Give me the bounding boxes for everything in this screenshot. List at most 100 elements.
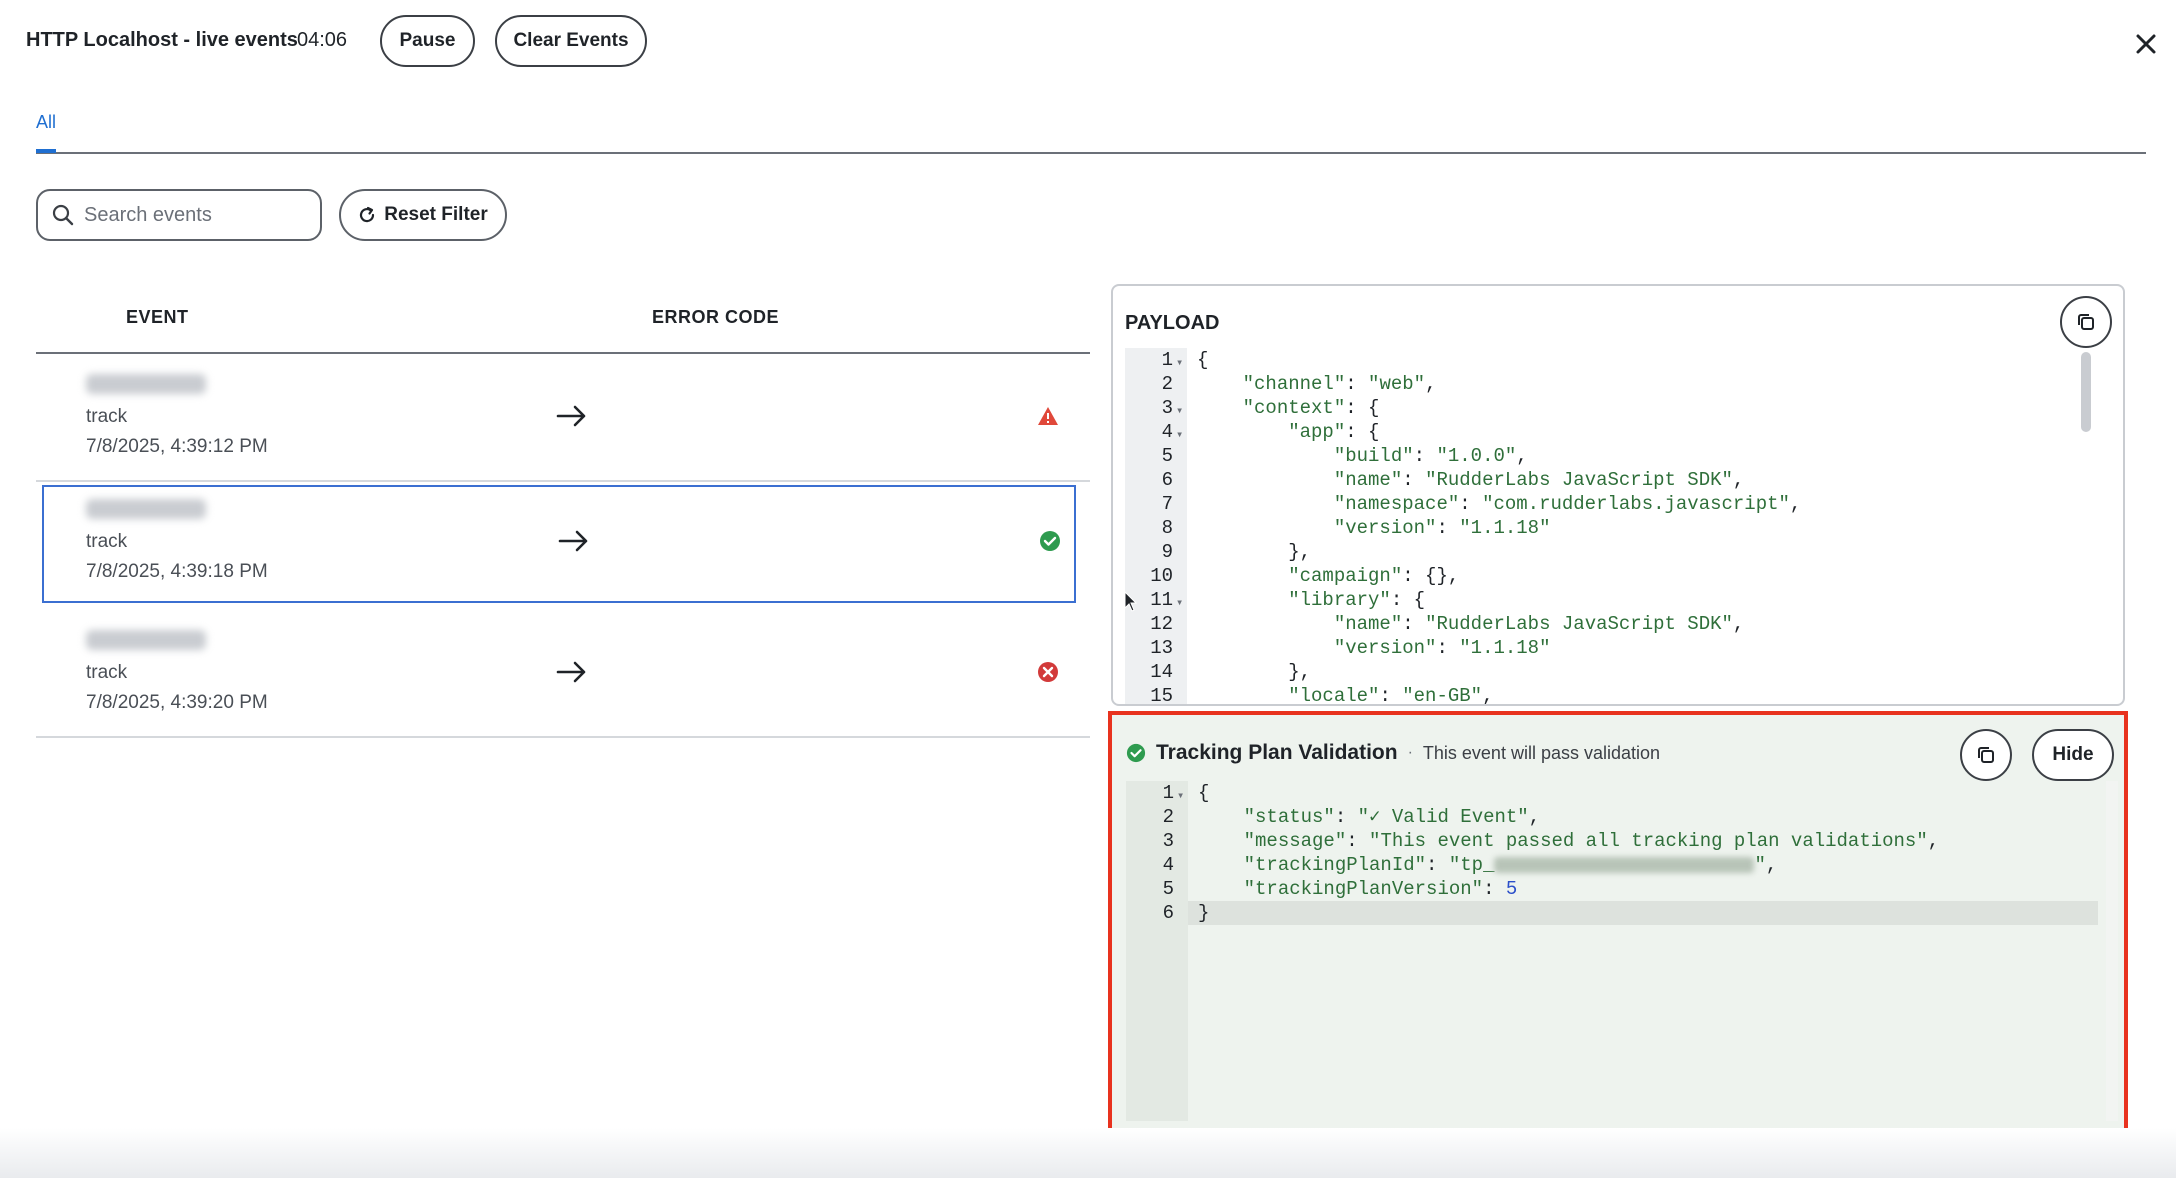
code-line: "trackingPlanVersion": 5 bbox=[1243, 878, 1518, 900]
line-number: 9 bbox=[1161, 541, 1173, 563]
code-line: { bbox=[1197, 349, 1209, 371]
code-line: "locale": "en-GB", bbox=[1288, 685, 1494, 704]
code-line: } bbox=[1198, 902, 1210, 924]
line-number: 10 bbox=[1150, 565, 1173, 587]
fold-toggle-icon[interactable]: ▾ bbox=[1176, 428, 1184, 442]
code-line: }, bbox=[1197, 661, 1312, 683]
event-row-selected[interactable]: track 7/8/2025, 4:39:18 PM bbox=[42, 485, 1076, 603]
validation-header: Tracking Plan Validation · This event wi… bbox=[1126, 741, 1660, 765]
arrow-right-icon bbox=[556, 661, 586, 683]
event-timestamp: 7/8/2025, 4:39:20 PM bbox=[86, 692, 268, 713]
line-number: 12 bbox=[1150, 613, 1173, 635]
hide-validation-button[interactable]: Hide bbox=[2032, 729, 2114, 781]
fold-toggle-icon[interactable]: ▾ bbox=[1176, 356, 1184, 370]
validation-code-editor[interactable]: 1▾ {2 "status": "✓ Valid Event", 3 "messag… bbox=[1126, 781, 2106, 1121]
close-button[interactable] bbox=[2126, 24, 2166, 64]
event-type: track bbox=[86, 662, 128, 683]
line-number-gutter bbox=[1126, 781, 1188, 1121]
tracking-plan-validation-panel: Tracking Plan Validation · This event wi… bbox=[1108, 711, 2128, 1137]
line-number: 5 bbox=[1162, 878, 1174, 900]
pause-button[interactable]: Pause bbox=[380, 15, 475, 67]
page-title: HTTP Localhost - live events bbox=[26, 29, 298, 51]
success-check-icon bbox=[1126, 743, 1146, 763]
payload-title: PAYLOAD bbox=[1125, 312, 1220, 334]
tab-all[interactable]: All bbox=[36, 112, 57, 153]
copy-payload-button[interactable] bbox=[2060, 296, 2112, 348]
code-line: }, bbox=[1197, 541, 1312, 563]
fold-toggle-icon[interactable]: ▾ bbox=[1176, 596, 1184, 610]
code-line: "version": "1.1.18" bbox=[1333, 637, 1551, 659]
line-number: 4 bbox=[1161, 421, 1173, 443]
code-line: "context": { bbox=[1242, 397, 1380, 419]
search-box[interactable] bbox=[36, 189, 322, 241]
line-number: 5 bbox=[1161, 445, 1173, 467]
code-line: "library": { bbox=[1288, 589, 1426, 611]
code-line: "namespace": "com.rudderlabs.javascript"… bbox=[1333, 493, 1802, 515]
event-name-redacted bbox=[86, 630, 206, 650]
clear-events-button[interactable]: Clear Events bbox=[495, 15, 647, 67]
copy-icon bbox=[2078, 314, 2094, 330]
payload-scrollbar[interactable] bbox=[2081, 352, 2091, 432]
code-line: "channel": "web", bbox=[1242, 373, 1437, 395]
warning-icon bbox=[1038, 407, 1058, 425]
line-number: 8 bbox=[1161, 517, 1173, 539]
column-header-error-code: ERROR CODE bbox=[652, 307, 780, 327]
copy-icon bbox=[1978, 747, 1994, 763]
code-line: "status": "✓ Valid Event", bbox=[1243, 806, 1541, 828]
header-bar: HTTP Localhost - live events 04:06 Pause… bbox=[0, 0, 2176, 84]
code-line: "build": "1.0.0", bbox=[1333, 445, 1528, 467]
reset-filter-button[interactable]: Reset Filter bbox=[339, 189, 507, 241]
payload-code-editor[interactable]: 1▾{2 "channel": "web",3▾ "context": {4▾ … bbox=[1125, 348, 2085, 704]
redacted-id bbox=[1494, 856, 1755, 873]
code-line: "version": "1.1.18" bbox=[1333, 517, 1551, 539]
line-number: 6 bbox=[1162, 902, 1174, 924]
line-number: 15 bbox=[1150, 685, 1173, 704]
event-timestamp: 7/8/2025, 4:39:18 PM bbox=[86, 561, 268, 582]
event-row[interactable]: track 7/8/2025, 4:39:20 PM bbox=[36, 612, 1090, 738]
code-line: { bbox=[1198, 782, 1210, 804]
fold-toggle-icon[interactable]: ▾ bbox=[1176, 404, 1184, 418]
fold-toggle-icon[interactable]: ▾ bbox=[1177, 789, 1185, 803]
code-line: "name": "RudderLabs JavaScript SDK", bbox=[1333, 613, 1745, 635]
active-line-highlight bbox=[1188, 901, 2098, 925]
event-name-redacted bbox=[86, 499, 206, 519]
code-line: "trackingPlanId": "tp_", bbox=[1243, 854, 1778, 876]
search-icon bbox=[52, 204, 74, 226]
events-table-header: EVENT ERROR CODE bbox=[36, 290, 1090, 354]
event-timestamp: 7/8/2025, 4:39:12 PM bbox=[86, 436, 268, 457]
validation-title: Tracking Plan Validation bbox=[1156, 741, 1398, 764]
payload-panel: PAYLOAD 1▾{2 "channel": "web",3▾ "contex… bbox=[1111, 284, 2125, 706]
line-number: 3 bbox=[1162, 830, 1174, 852]
validation-subtitle: This event will pass validation bbox=[1422, 742, 1661, 763]
line-number: 4 bbox=[1162, 854, 1174, 876]
code-line: "message": "This event passed all tracki… bbox=[1243, 830, 1940, 852]
reset-filter-label: Reset Filter bbox=[384, 204, 488, 225]
tab-bar: All bbox=[36, 108, 2146, 154]
session-timer: 04:06 bbox=[297, 29, 348, 51]
success-check-icon bbox=[1040, 531, 1060, 551]
close-icon bbox=[2136, 34, 2156, 54]
event-row[interactable]: track 7/8/2025, 4:39:12 PM bbox=[36, 356, 1090, 482]
event-type: track bbox=[86, 531, 128, 552]
line-number: 11 bbox=[1150, 589, 1173, 611]
refresh-icon bbox=[360, 206, 375, 223]
line-number: 3 bbox=[1161, 397, 1173, 419]
line-number: 1 bbox=[1162, 782, 1174, 804]
line-number: 2 bbox=[1162, 806, 1174, 828]
copy-validation-button[interactable] bbox=[1960, 729, 2012, 781]
line-number: 1 bbox=[1161, 349, 1173, 371]
line-number: 2 bbox=[1161, 373, 1173, 395]
separator-dot: · bbox=[1407, 744, 1413, 761]
code-line: "app": { bbox=[1288, 421, 1380, 443]
event-type: track bbox=[86, 406, 128, 427]
arrow-right-icon bbox=[558, 530, 588, 552]
line-number: 6 bbox=[1161, 469, 1173, 491]
error-x-icon bbox=[1038, 662, 1058, 682]
code-line: "name": "RudderLabs JavaScript SDK", bbox=[1333, 469, 1745, 491]
search-input[interactable] bbox=[84, 203, 304, 227]
event-name-redacted bbox=[86, 374, 206, 394]
column-header-event: EVENT bbox=[126, 307, 189, 327]
bottom-fade bbox=[0, 1128, 2176, 1178]
validation-scrollbar[interactable] bbox=[2106, 781, 2118, 1121]
mouse-cursor-icon bbox=[1124, 591, 1138, 612]
